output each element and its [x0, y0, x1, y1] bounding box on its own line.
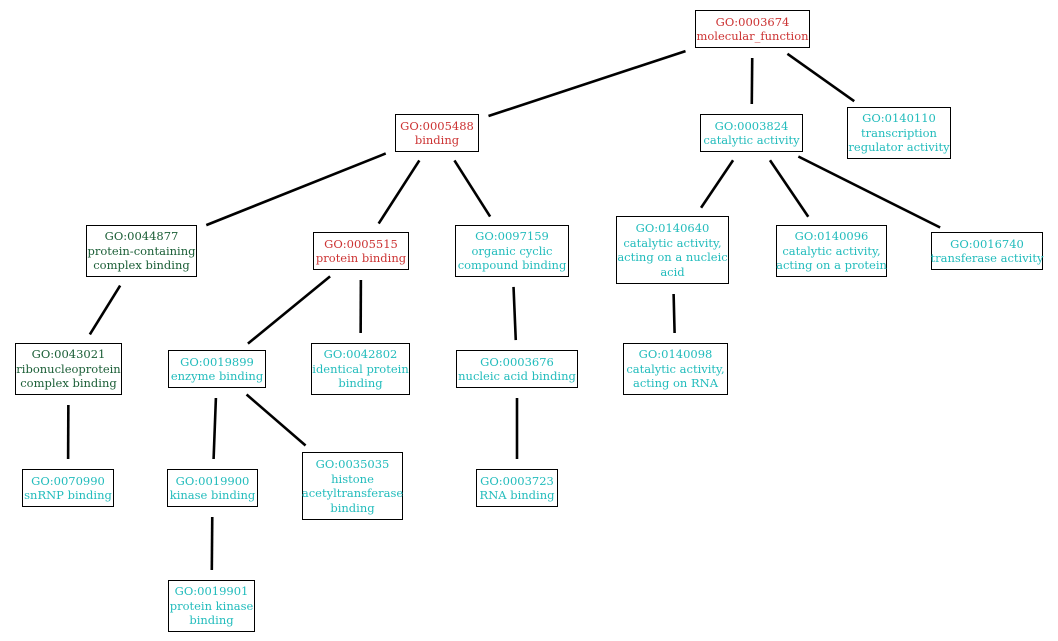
graph-edge: [768, 159, 810, 218]
go-label: catalytic activity: [703, 133, 800, 147]
go-id: GO:0140098: [638, 347, 713, 362]
go-label: transferase activity: [930, 251, 1044, 265]
go-node-binding[interactable]: GO:0005488 binding: [395, 114, 479, 152]
go-label: protein binding: [315, 251, 407, 265]
graph-edge: [488, 49, 686, 118]
go-id: GO:0042802: [323, 347, 398, 362]
go-node-histone-acetyltransferase-binding[interactable]: GO:0035035 histone acetyltransferase bin…: [302, 452, 403, 520]
go-node-snrnp-binding[interactable]: GO:0070990 snRNP binding: [22, 469, 114, 507]
go-label: compound binding: [457, 258, 567, 273]
go-node-enzyme-binding[interactable]: GO:0019899 enzyme binding: [168, 350, 266, 388]
go-id: GO:0005488: [400, 118, 474, 133]
go-node-protein-kinase-binding[interactable]: GO:0019901 protein kinase binding: [168, 580, 255, 632]
go-label: acid: [660, 264, 685, 279]
go-node-transferase-activity[interactable]: GO:0016740 transferase activity: [931, 232, 1043, 270]
go-label: kinase binding: [169, 488, 256, 502]
go-node-catalytic-activity[interactable]: GO:0003824 catalytic activity: [700, 114, 803, 152]
go-label: ribonucleoprotein: [16, 361, 121, 376]
go-label: catalytic activity,: [782, 243, 881, 258]
graph-edge: [699, 159, 735, 209]
graph-edge: [453, 159, 492, 218]
go-label: binding: [330, 500, 375, 515]
graph-edge: [377, 159, 421, 225]
go-label: molecular_function: [696, 29, 809, 43]
go-id: GO:0140640: [635, 221, 710, 235]
go-id: GO:0019900: [175, 473, 250, 488]
graph-edge: [512, 286, 518, 341]
go-label: complex binding: [93, 258, 190, 273]
go-node-ribonucleoprotein-complex-binding[interactable]: GO:0043021 ribonucleoprotein complex bin…: [15, 343, 122, 395]
go-label: binding: [414, 133, 460, 147]
go-node-molecular-function[interactable]: GO:0003674 molecular_function: [695, 10, 810, 48]
graph-edge: [786, 52, 855, 103]
go-label: RNA binding: [479, 488, 555, 502]
go-node-rna-binding[interactable]: GO:0003723 RNA binding: [476, 469, 558, 507]
go-label: transcription: [861, 125, 937, 140]
graph-edge: [247, 275, 331, 345]
go-id: GO:0003824: [714, 118, 789, 133]
go-label: nucleic acid binding: [458, 369, 576, 383]
go-label: complex binding: [20, 376, 117, 391]
go-node-protein-binding[interactable]: GO:0005515 protein binding: [313, 232, 409, 270]
go-id: GO:0019901: [174, 584, 249, 599]
graph-edge: [797, 155, 941, 229]
go-label: catalytic activity,: [623, 235, 722, 250]
go-node-organic-cyclic-compound-binding[interactable]: GO:0097159 organic cyclic compound bindi…: [455, 225, 569, 277]
go-label: enzyme binding: [170, 369, 264, 383]
go-label: acetyltransferase: [301, 486, 404, 500]
go-id: GO:0140110: [862, 111, 936, 126]
go-label: protein kinase: [169, 598, 254, 613]
go-label: acting on RNA: [632, 376, 719, 391]
go-id: GO:0019899: [180, 354, 254, 369]
go-node-identical-protein-binding[interactable]: GO:0042802 identical protein binding: [311, 343, 410, 395]
go-label: acting on a protein: [776, 258, 887, 273]
go-label: identical protein: [312, 361, 409, 376]
go-id: GO:0005515: [324, 236, 398, 251]
go-node-transcription-regulator-activity[interactable]: GO:0140110 transcription regulator activ…: [847, 107, 951, 159]
go-id: GO:0003674: [715, 14, 790, 29]
go-id: GO:0097159: [475, 229, 549, 244]
go-label: binding: [338, 376, 383, 391]
go-label: organic cyclic: [471, 243, 553, 258]
go-node-catalytic-activity-acting-on-rna[interactable]: GO:0140098 catalytic activity, acting on…: [623, 343, 728, 395]
go-node-protein-containing-complex-binding[interactable]: GO:0044877 protein-containing complex bi…: [86, 225, 197, 277]
graph-edge: [672, 293, 676, 334]
go-label: snRNP binding: [24, 488, 112, 502]
go-node-catalytic-activity-acting-on-protein[interactable]: GO:0140096 catalytic activity, acting on…: [776, 225, 887, 277]
go-id: GO:0003676: [480, 354, 554, 369]
go-id: GO:0070990: [31, 473, 105, 488]
go-id: GO:0003723: [480, 473, 554, 488]
graph-edge: [88, 284, 122, 336]
go-id: GO:0043021: [31, 347, 106, 362]
graph-edge: [205, 152, 387, 227]
graph-edge: [245, 393, 307, 447]
go-id: GO:0044877: [104, 229, 179, 244]
graph-edge: [212, 397, 218, 460]
go-label: protein-containing: [87, 243, 196, 258]
go-label: acting on a nucleic: [617, 250, 728, 264]
go-id: GO:0140096: [794, 229, 869, 244]
go-id: GO:0016740: [950, 236, 1024, 251]
go-label: binding: [189, 613, 234, 628]
go-id: GO:0035035: [315, 457, 390, 471]
go-node-catalytic-activity-acting-on-nucleic-acid[interactable]: GO:0140640 catalytic activity, acting on…: [616, 216, 729, 284]
go-node-kinase-binding[interactable]: GO:0019900 kinase binding: [167, 469, 258, 507]
go-label: catalytic activity,: [626, 361, 725, 376]
go-node-nucleic-acid-binding[interactable]: GO:0003676 nucleic acid binding: [456, 350, 578, 388]
go-label: regulator activity: [848, 140, 950, 155]
go-label: histone: [331, 471, 374, 486]
